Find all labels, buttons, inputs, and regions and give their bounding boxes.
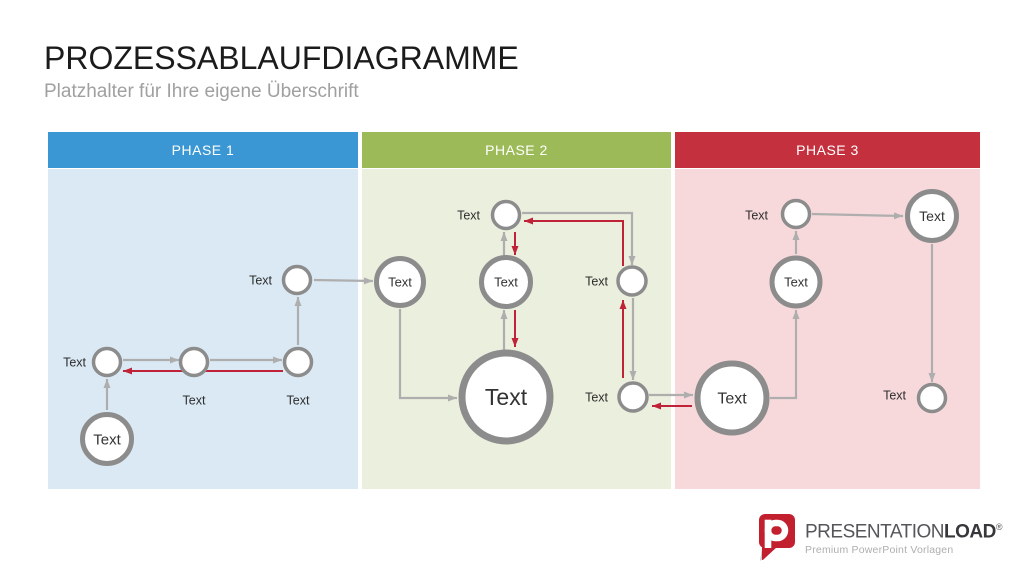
phase-1-header[interactable]: PHASE 1 — [48, 132, 358, 168]
slide-title[interactable]: PROZESSABLAUFDIAGRAMME — [44, 40, 519, 76]
flow-node-p3-right[interactable] — [905, 189, 959, 243]
flow-node-p1-start[interactable] — [80, 412, 134, 466]
phase-2-header[interactable]: PHASE 2 — [362, 132, 671, 168]
node-label-p2-r1[interactable]: Text — [585, 274, 608, 288]
flow-node-p1-b[interactable] — [178, 346, 210, 378]
node-label-p3-end[interactable]: Text — [883, 388, 906, 402]
node-text-p2-entry[interactable]: Text — [388, 275, 412, 290]
logo-brand: PRESENTATIONLOAD® — [805, 518, 1002, 541]
phase-3-label: PHASE 3 — [796, 142, 859, 158]
presentationload-logo: PRESENTATIONLOAD® Premium PowerPoint Vor… — [755, 512, 1002, 562]
flow-node-p3-top[interactable] — [780, 198, 812, 230]
node-text-p3-right[interactable]: Text — [919, 208, 945, 224]
flow-node-p3-mid[interactable] — [769, 255, 823, 309]
node-label-p3-top[interactable]: Text — [745, 208, 768, 222]
flow-arrow-gray — [522, 211, 636, 265]
flow-edges — [103, 211, 936, 410]
logo-registered-mark: ® — [995, 522, 1003, 532]
logo-bubble — [759, 514, 795, 548]
phase-2-label: PHASE 2 — [485, 142, 548, 158]
node-label-p1-d[interactable]: Text — [249, 273, 272, 287]
logo-brand-bold: LOAD — [943, 521, 996, 543]
flow-node-p1-a[interactable] — [91, 346, 123, 378]
phase-3-header[interactable]: PHASE 3 — [675, 132, 980, 168]
phase-1-label: PHASE 1 — [171, 142, 235, 158]
node-text-p2-mid[interactable]: Text — [494, 275, 518, 290]
node-text-p2-big[interactable]: Text — [485, 384, 528, 410]
slide-subtitle[interactable]: Platzhalter für Ihre eigene Überschrift — [44, 81, 359, 102]
flow-node-p2-mid[interactable] — [479, 255, 533, 309]
flow-node-p1-c[interactable] — [282, 346, 314, 378]
presentationload-p-icon — [759, 514, 795, 561]
logo-tagline: Premium PowerPoint Vorlagen — [805, 544, 954, 557]
flow-node-p2-entry[interactable] — [374, 256, 426, 308]
flow-node-p3-big[interactable] — [694, 360, 770, 436]
flow-node-p1-d[interactable] — [281, 264, 313, 296]
logo-brand-regular: PRESENTATION — [805, 521, 944, 543]
flow-arrow-gray — [313, 277, 374, 285]
flow-node-p2-r1[interactable] — [616, 265, 648, 297]
logo-p-stem — [764, 519, 772, 548]
flow-arrow-gray — [398, 309, 457, 402]
node-text-p3-mid[interactable]: Text — [784, 275, 808, 290]
flow-arrow-red — [524, 217, 624, 266]
node-label-p1-a[interactable]: Text — [63, 355, 86, 369]
node-label-p2-top[interactable]: Text — [457, 208, 480, 222]
flow-node-p2-r2[interactable] — [617, 381, 649, 413]
flow-node-p2-big[interactable] — [458, 349, 554, 445]
node-label-p2-r2[interactable]: Text — [585, 390, 608, 404]
flow-arrow-gray — [811, 212, 904, 220]
flow-node-p3-end[interactable] — [916, 382, 948, 414]
flow-arrow-gray — [770, 310, 800, 400]
node-label-p1-c[interactable]: Text — [287, 393, 310, 407]
logo-tail — [762, 545, 778, 561]
node-label-p1-b[interactable]: Text — [183, 393, 206, 407]
flow-node-p2-top[interactable] — [490, 199, 522, 231]
node-text-p1-start[interactable]: Text — [93, 431, 121, 448]
node-text-p3-big[interactable]: Text — [717, 391, 747, 408]
flow-nodes — [80, 189, 959, 466]
